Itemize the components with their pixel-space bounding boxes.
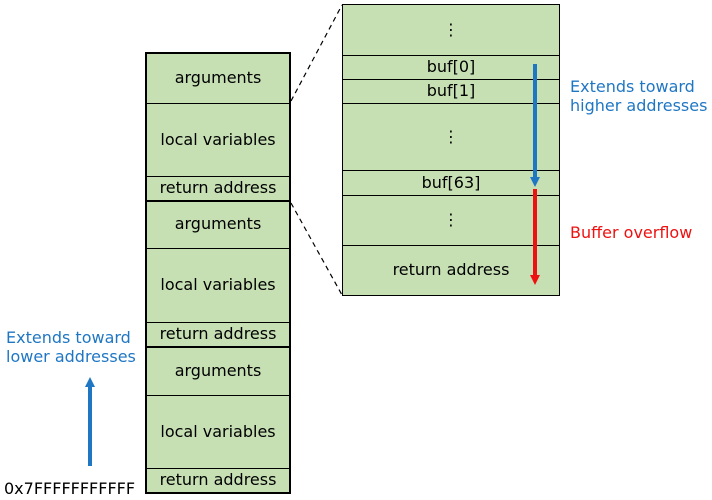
separator xyxy=(343,245,559,246)
zoom-return-label: return address xyxy=(392,260,510,279)
frame-2-arguments-label: arguments xyxy=(174,214,262,233)
separator xyxy=(343,170,559,171)
buf-0-label: buf[0] xyxy=(426,57,476,76)
higher-annotation-line-1: Extends toward xyxy=(570,77,695,96)
lower-annotation-line-2: lower addresses xyxy=(6,347,136,366)
separator xyxy=(343,195,559,196)
buf-63-label: buf[63] xyxy=(421,172,481,192)
frame-1-locals: local variables xyxy=(146,103,290,176)
frame-1-arguments-label: arguments xyxy=(174,68,262,87)
buf-1-cell: buf[1] xyxy=(343,79,559,103)
frame-3-return-address: return address xyxy=(146,468,290,492)
separator xyxy=(146,322,290,323)
frame-3-return-label: return address xyxy=(159,470,277,489)
buf-0-cell: buf[0] xyxy=(343,55,559,79)
frame-1-return-address: return address xyxy=(146,176,290,200)
zoom-low-ellipsis: ⋮ xyxy=(343,195,559,245)
zoom-mid-ellipsis: ⋮ xyxy=(343,103,559,170)
base-address-label: 0x7FFFFFFFFFFF xyxy=(4,479,136,498)
frame-2-locals: local variables xyxy=(146,248,290,322)
frame-2-return-address: return address xyxy=(146,322,290,346)
separator xyxy=(146,248,290,249)
separator xyxy=(146,103,290,104)
frame-1-return-label: return address xyxy=(159,178,277,197)
zoom-return-address-cell: return address xyxy=(343,245,559,295)
vertical-ellipsis: ⋮ xyxy=(443,126,459,146)
zoom-top-ellipsis: ⋮ xyxy=(343,5,559,55)
separator xyxy=(146,176,290,177)
zoom-connector-top xyxy=(290,4,343,102)
frame-2-locals-label: local variables xyxy=(160,275,276,294)
lower-annotation-line-1: Extends toward xyxy=(6,328,131,347)
zoomed-frame-border xyxy=(342,4,560,296)
separator xyxy=(343,79,559,80)
frame-3-arguments: arguments xyxy=(146,346,290,395)
buf-63-cell: buf[63] xyxy=(343,170,559,195)
buffer-overflow-annotation: Buffer overflow xyxy=(570,223,693,242)
separator xyxy=(343,55,559,56)
separator xyxy=(343,103,559,104)
frame-3-locals-label: local variables xyxy=(160,421,276,441)
frame-2-arguments: arguments xyxy=(146,200,290,248)
vertical-ellipsis: ⋮ xyxy=(443,20,459,39)
stack-frame-3-border xyxy=(145,346,291,494)
frame-3-locals: local variables xyxy=(146,395,290,468)
separator xyxy=(146,395,290,396)
frame-2-return-label: return address xyxy=(159,324,277,343)
frame-1-locals-label: local variables xyxy=(160,129,276,149)
higher-addresses-annotation: Extends toward higher addresses xyxy=(570,77,707,115)
zoom-connector-bottom xyxy=(290,202,343,296)
lower-addresses-annotation: Extends toward lower addresses xyxy=(6,328,136,366)
higher-annotation-line-2: higher addresses xyxy=(570,96,708,115)
frame-1-arguments: arguments xyxy=(146,53,290,103)
buf-1-label: buf[1] xyxy=(426,81,476,100)
frame-3-arguments-label: arguments xyxy=(174,360,262,380)
vertical-ellipsis: ⋮ xyxy=(443,210,459,229)
separator xyxy=(146,468,290,469)
